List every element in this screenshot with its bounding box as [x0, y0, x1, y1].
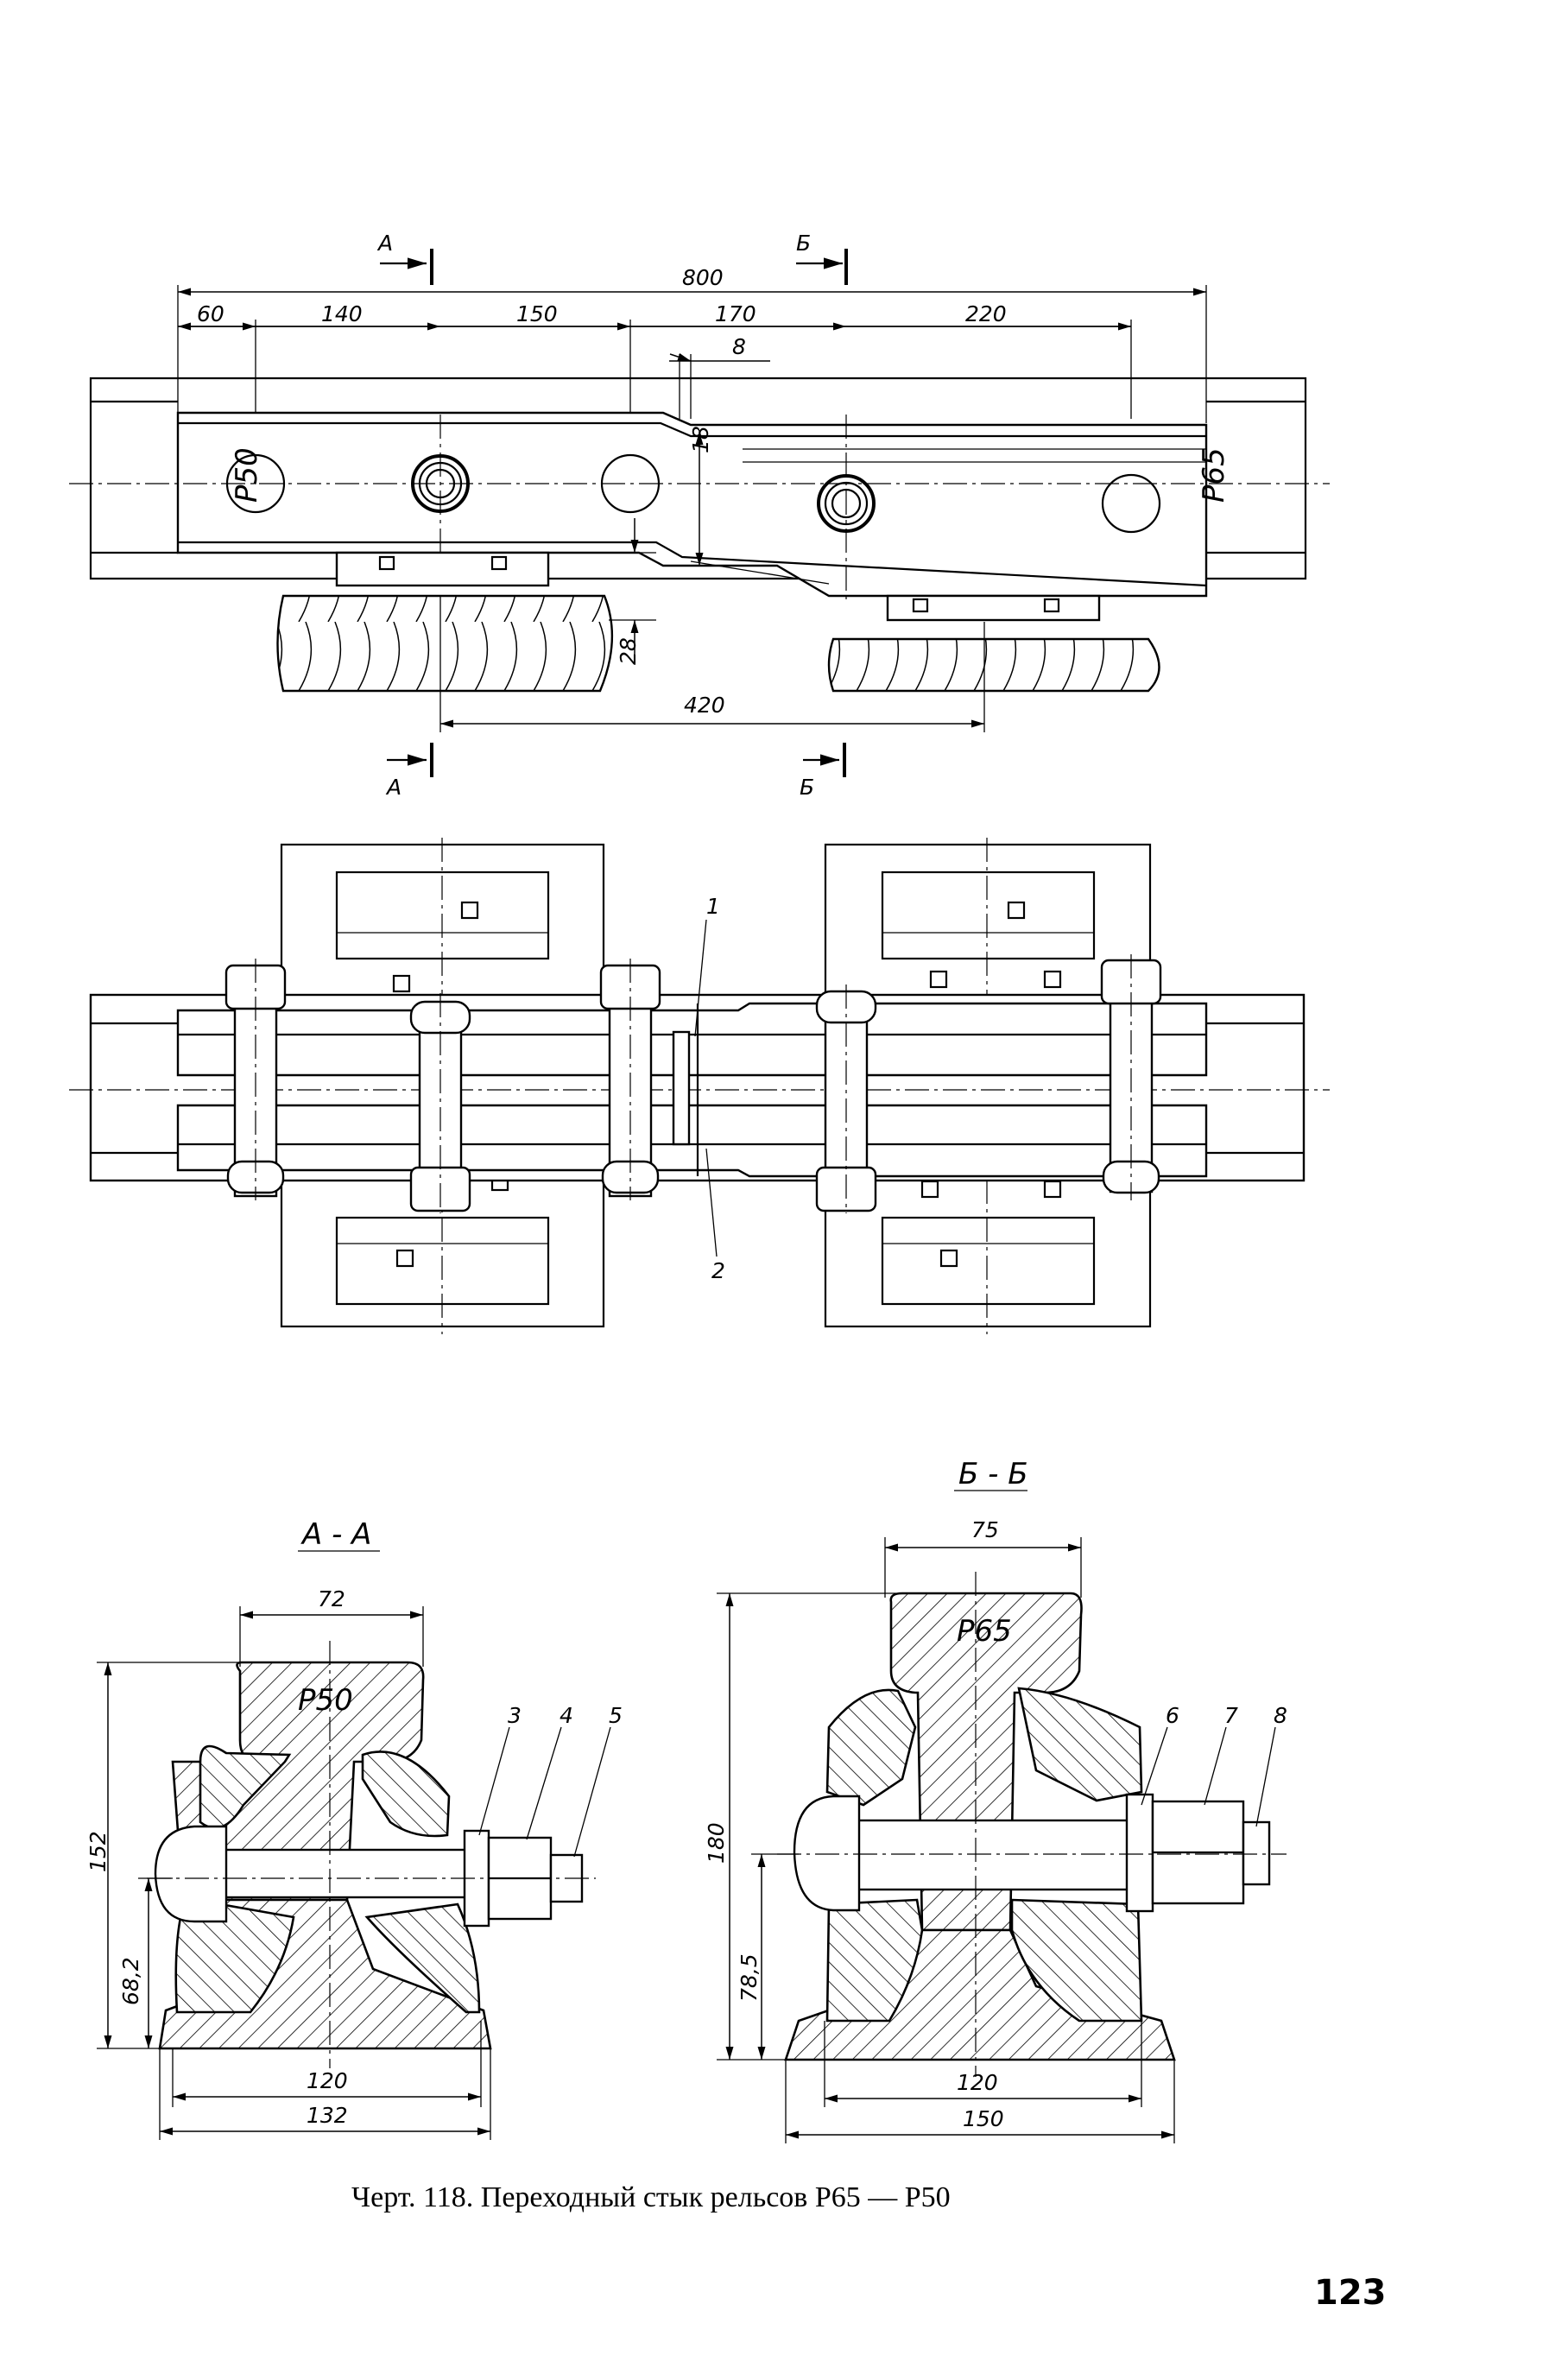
dimension-420: 420 — [439, 596, 985, 732]
section-mark-b-label: Б — [796, 231, 811, 256]
callout-6-label: 6 — [1166, 1703, 1179, 1728]
bar-b-left-top — [825, 1688, 917, 1807]
dim-a-120: 120 — [307, 2068, 348, 2093]
bar-a-left-top — [199, 1744, 292, 1829]
bar-a-right-top — [361, 1750, 451, 1838]
section-mark-b-bottom: Б — [800, 743, 846, 800]
rail-label-p50: Р50 — [298, 1683, 353, 1718]
section-mark-a-label: А — [376, 231, 393, 256]
sleeper-right — [827, 594, 1160, 693]
dim-a-132: 132 — [307, 2103, 348, 2128]
section-a-a: А - А Р50 3 4 5 72 — [85, 1517, 623, 2140]
dim-b-75: 75 — [971, 1517, 999, 1542]
bolts-top — [224, 954, 1162, 1213]
sleeper-left — [276, 551, 614, 693]
dim-b-150: 150 — [963, 2106, 1004, 2131]
side-view: А Б 800 60 140 150 170 220 — [69, 231, 1330, 800]
section-b-title: Б - Б — [958, 1457, 1028, 1491]
bolt-b-end — [1242, 1820, 1271, 1886]
dim-140-label: 140 — [321, 301, 363, 326]
bar-a-left-bottom — [174, 1896, 295, 2014]
dim-18-label: 18 — [688, 426, 713, 453]
dim-150-label: 150 — [516, 301, 558, 326]
bolt-top-3 — [599, 959, 661, 1200]
hole-5 — [1101, 473, 1161, 534]
hole-3 — [600, 453, 661, 514]
bolt-top-1 — [224, 959, 287, 1200]
rail-label-p65: Р65 — [957, 1614, 1012, 1649]
section-b-b: Б - Б Р65 6 7 8 75 180 — [704, 1457, 1287, 2143]
dimension-total: 800 — [178, 265, 1206, 296]
dim-b-78-5: 78,5 — [737, 1953, 762, 2002]
bolt-b-shank — [849, 1819, 1137, 1891]
section-mark-a-bottom-label: А — [385, 775, 401, 800]
callout-8-label: 8 — [1274, 1703, 1287, 1728]
callout-2: 2 — [705, 1148, 725, 1283]
dimension-18: 18 — [688, 426, 713, 566]
dim-28-label: 28 — [616, 637, 641, 665]
section-mark-b-top: Б — [796, 231, 848, 285]
rail-label-p65-side: Р65 — [1197, 447, 1231, 503]
section-mark-b-bottom-label: Б — [800, 775, 814, 800]
dim-a-68-2: 68,2 — [118, 1957, 143, 2005]
bolt-top-4 — [815, 984, 877, 1213]
dim-170-label: 170 — [715, 301, 756, 326]
bolt-b-head — [793, 1795, 861, 1912]
bar-a-right-bottom — [364, 1902, 481, 2014]
dimension-chain: 60 140 150 170 220 8 — [178, 301, 1131, 362]
section-mark-a-bottom: А — [385, 743, 433, 800]
section-mark-a-top: А — [376, 231, 433, 285]
bolt-top-5 — [1100, 954, 1162, 1200]
top-view: 1 2 — [69, 838, 1330, 1334]
joint-bar — [69, 411, 1330, 598]
bolt-holes-side — [225, 415, 1161, 605]
callout-1: 1 — [694, 894, 720, 1037]
callout-4-label: 4 — [560, 1703, 573, 1728]
bar-b-left-bottom — [825, 1898, 924, 2023]
callout-2-label: 2 — [711, 1258, 725, 1283]
callout-7-label: 7 — [1224, 1703, 1238, 1728]
dim-b-180: 180 — [704, 1822, 729, 1864]
dimension-28: 28 — [609, 518, 656, 665]
dim-b-120: 120 — [957, 2070, 998, 2095]
page-number: 123 — [1314, 2273, 1387, 2313]
washer-b — [1125, 1793, 1154, 1913]
bolt-top-2 — [409, 993, 471, 1213]
dim-220-label: 220 — [965, 301, 1007, 326]
dim-a-72: 72 — [318, 1586, 345, 1611]
bar-b-right-top — [1017, 1687, 1143, 1802]
dim-a-152: 152 — [85, 1831, 111, 1872]
bar-b-right-bottom — [1010, 1898, 1143, 2023]
dim-60-label: 60 — [197, 301, 224, 326]
callout-3-label: 3 — [508, 1703, 522, 1728]
hole-1 — [225, 453, 286, 514]
bolt-a-shank — [214, 1848, 477, 1899]
dim-8-label: 8 — [732, 334, 746, 359]
callout-5-label: 5 — [609, 1703, 623, 1728]
figure-caption: Черт. 118. Переходный стык рельсов Р65 —… — [351, 2181, 951, 2213]
dim-420-label: 420 — [684, 693, 725, 718]
callout-1-label: 1 — [706, 894, 720, 919]
section-a-title: А - А — [300, 1517, 371, 1552]
dim-total-label: 800 — [682, 265, 724, 290]
bolt-a-head — [154, 1825, 228, 1923]
